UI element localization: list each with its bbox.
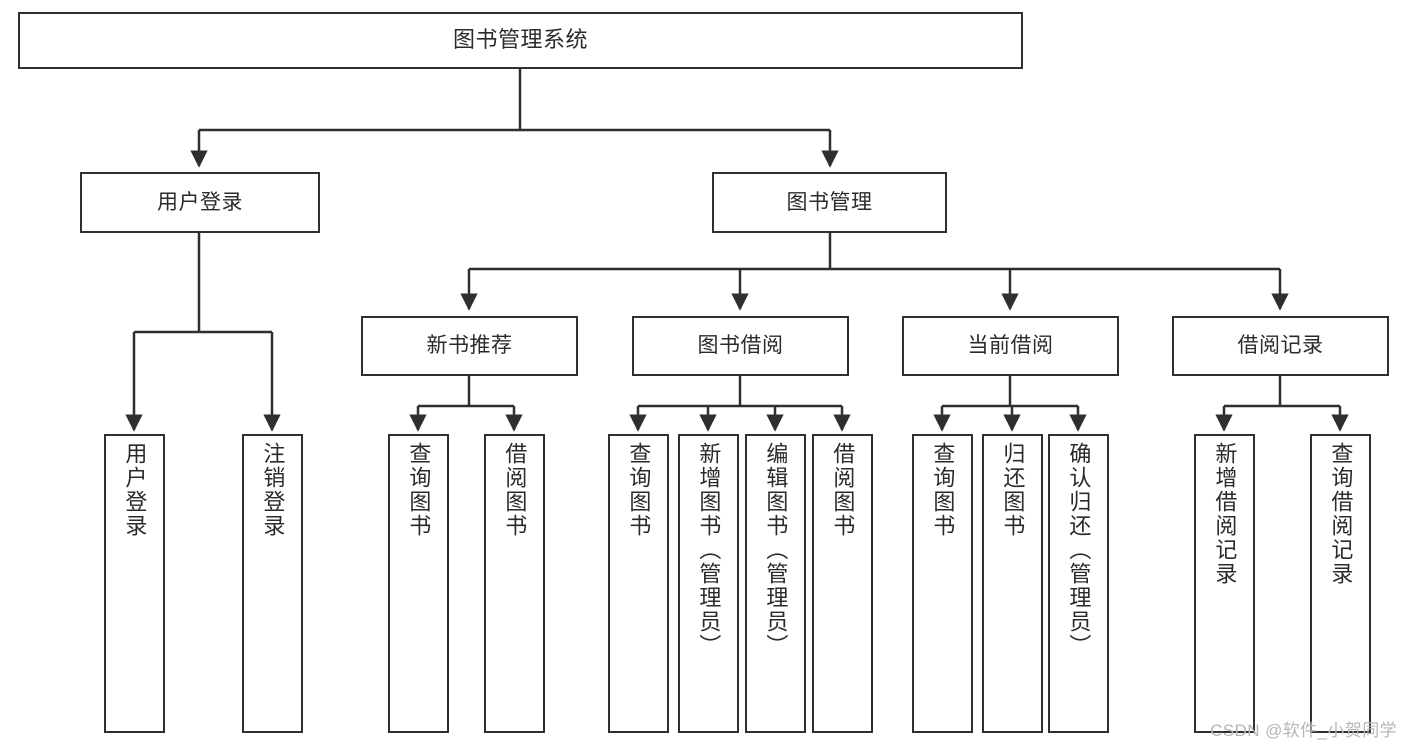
leaf-add-borrow-record[interactable]: 新增借阅记录 [1194,434,1255,733]
leaf-query-book-borrow[interactable]: 查询图书 [608,434,669,733]
node-label: 新书推荐 [426,334,513,358]
node-label: 查询借阅记录 [1328,442,1354,586]
leaf-confirm-return-admin[interactable]: 确认归还（管理员） [1048,434,1109,733]
node-user-login[interactable]: 用户登录 [80,172,320,233]
node-label: 借阅图书 [502,442,528,538]
node-label: 用户登录 [157,190,243,214]
node-label: 新增图书（管理员） [696,442,722,658]
node-label: 查询图书 [626,442,652,538]
leaf-query-book-current[interactable]: 查询图书 [912,434,973,733]
node-book-borrow[interactable]: 图书借阅 [632,316,849,376]
node-borrow-records[interactable]: 借阅记录 [1172,316,1389,376]
node-book-management[interactable]: 图书管理 [712,172,947,233]
node-label: 图书借阅 [697,334,784,358]
leaf-edit-book-admin[interactable]: 编辑图书（管理员） [745,434,806,733]
node-label: 归还图书 [1000,442,1026,538]
node-new-book-recommend[interactable]: 新书推荐 [361,316,578,376]
node-label: 图书管理 [786,190,873,214]
node-label: 注销登录 [260,442,286,538]
leaf-logout[interactable]: 注销登录 [242,434,303,733]
node-label: 用户登录 [122,442,148,538]
node-label: 新增借阅记录 [1212,442,1238,586]
leaf-add-book-admin[interactable]: 新增图书（管理员） [678,434,739,733]
node-label: 借阅图书 [830,442,856,538]
node-label: 图书管理系统 [452,27,588,53]
node-label: 确认归还（管理员） [1066,442,1092,658]
node-label: 借阅记录 [1237,334,1324,358]
leaf-query-borrow-record[interactable]: 查询借阅记录 [1310,434,1371,733]
leaf-borrow-book[interactable]: 借阅图书 [812,434,873,733]
node-root-system[interactable]: 图书管理系统 [18,12,1023,69]
leaf-borrow-book-newbook[interactable]: 借阅图书 [484,434,545,733]
leaf-return-book[interactable]: 归还图书 [982,434,1043,733]
node-label: 编辑图书（管理员） [763,442,789,658]
node-label: 当前借阅 [967,334,1054,358]
csdn-watermark: CSDN @软件_小贺同学 [1210,721,1397,740]
leaf-user-login[interactable]: 用户登录 [104,434,165,733]
leaf-query-book-newbook[interactable]: 查询图书 [388,434,449,733]
node-label: 查询图书 [406,442,432,538]
node-label: 查询图书 [930,442,956,538]
node-current-borrow[interactable]: 当前借阅 [902,316,1119,376]
